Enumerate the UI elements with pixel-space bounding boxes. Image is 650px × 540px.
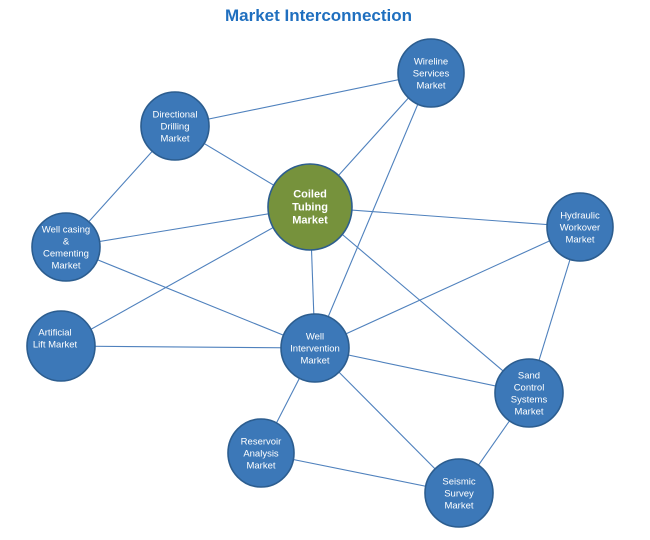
edge-wellcasing-intervention [65,246,316,349]
directional-label-line: Directional [153,110,198,121]
intervention-circle [280,313,350,383]
wellcasing-circle [31,212,101,282]
edge-directional-wireline [174,72,432,127]
edges-layer [60,72,581,494]
coiled-label-line: Coiled [293,189,327,201]
hydraulic-label-line: Market [565,235,594,246]
edge-artificial-intervention [60,345,316,349]
hydraulic-circle [546,192,614,262]
directional-circle [140,91,210,161]
diagram-title: Market Interconnection [224,6,413,25]
sand-label-line: Market [514,407,543,418]
edge-coiled-hydraulic [309,206,581,228]
seismic-label-line: Survey [444,489,474,500]
sand-label-line: Systems [511,395,548,406]
edge-wireline-intervention [314,72,432,349]
seismic-label-line: Seismic [442,477,476,488]
directional-label-line: Drilling [160,122,189,133]
wireline-label-line: Services [413,69,450,80]
intervention-label-line: Well [306,332,324,343]
coiled-circle [267,163,353,251]
coiled-label-line: Market [292,215,328,227]
wellcasing-label-line: Market [51,261,80,272]
reservoir-label-line: Market [246,461,275,472]
sand-label-line: Control [514,383,545,394]
reservoir-label-line: Analysis [243,449,279,460]
intervention-label-line: Market [300,356,329,367]
edge-coiled-artificial [60,206,311,347]
edge-hydraulic-intervention [314,226,581,349]
coiled-label-line: Tubing [292,202,328,214]
seismic-label-line: Market [444,501,473,512]
hydraulic-label-line: Hydraulic [560,211,600,222]
sand-circle [494,358,564,428]
artificial-label-line: Artificial [38,328,71,339]
intervention-label-line: Intervention [290,344,340,355]
wellcasing-label-line: Cementing [43,249,89,260]
nodes-layer: CoiledTubingMarketWirelineServicesMarket… [26,38,614,528]
edge-intervention-sand [314,347,530,394]
artificial-label-line: Lift Market [33,340,78,351]
wireline-label-line: Market [416,81,445,92]
wellcasing-label-line: Well casing [42,225,90,236]
wireline-circle [397,38,465,108]
seismic-circle [424,458,494,528]
reservoir-label-line: Reservoir [241,437,282,448]
reservoir-circle [227,418,295,488]
artificial-circle [26,310,96,382]
wellcasing-label-line: & [63,237,70,248]
sand-label-line: Sand [518,371,540,382]
hydraulic-label-line: Workover [560,223,600,234]
directional-label-line: Market [160,134,189,145]
wireline-label-line: Wireline [414,57,448,68]
